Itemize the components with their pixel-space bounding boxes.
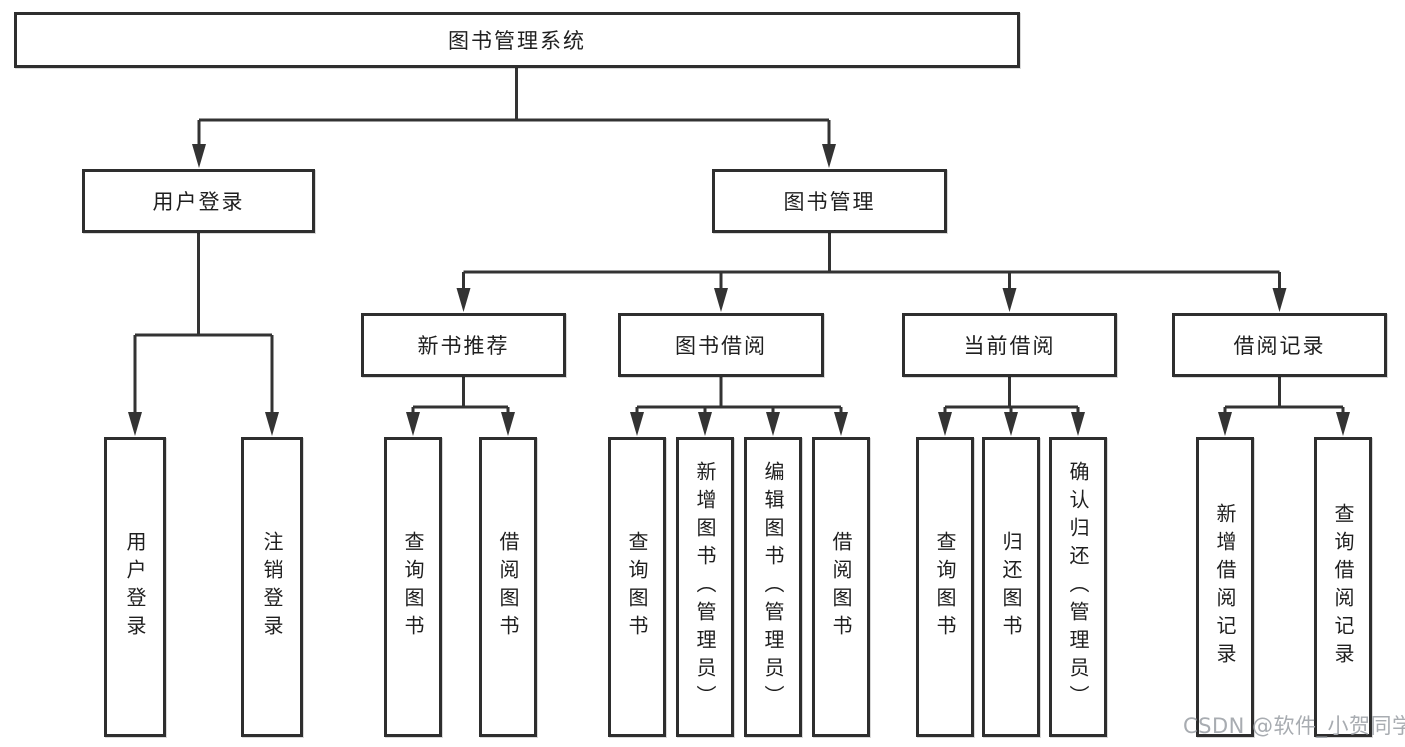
leaf-user-login: 用户登录 <box>104 437 166 737</box>
connector-current-borrowing <box>943 376 1080 418</box>
connector-book-mgmt <box>462 233 1281 294</box>
connector-borrowing-records <box>1223 376 1345 418</box>
leaf-return-books: 归还图书 <box>982 437 1040 737</box>
leaf-query-books: 查询图书 <box>384 437 442 737</box>
leaf-borrow-books: 借阅图书 <box>479 437 537 737</box>
leaf-query-books-3: 查询图书 <box>916 437 974 737</box>
leaf-query-borrow-record: 查询借阅记录 <box>1314 437 1372 737</box>
connector-new-books <box>411 376 510 418</box>
leaf-query-books-2: 查询图书 <box>608 437 666 737</box>
watermark-text: CSDN @软件_小贺同学 <box>1183 714 1405 738</box>
connector-user-login <box>133 233 274 418</box>
leaf-logout: 注销登录 <box>241 437 303 737</box>
node-library-system: 图书管理系统 <box>14 12 1020 68</box>
node-book-management: 图书管理 <box>712 169 947 233</box>
leaf-edit-books-admin: 编辑图书（管理员） <box>744 437 802 737</box>
node-borrowing-records: 借阅记录 <box>1172 313 1387 377</box>
node-book-borrowing: 图书借阅 <box>618 313 824 377</box>
leaf-add-borrow-record: 新增借阅记录 <box>1196 437 1254 737</box>
leaf-borrow-books-2: 借阅图书 <box>812 437 870 737</box>
leaf-add-books-admin: 新增图书（管理员） <box>676 437 734 737</box>
node-current-borrowing: 当前借阅 <box>902 313 1117 377</box>
node-user-login: 用户登录 <box>82 169 315 233</box>
connector-root <box>197 68 831 150</box>
connector-book-borrowing <box>635 376 843 418</box>
node-new-book-recommend: 新书推荐 <box>361 313 566 377</box>
leaf-confirm-return-admin: 确认归还（管理员） <box>1049 437 1107 737</box>
